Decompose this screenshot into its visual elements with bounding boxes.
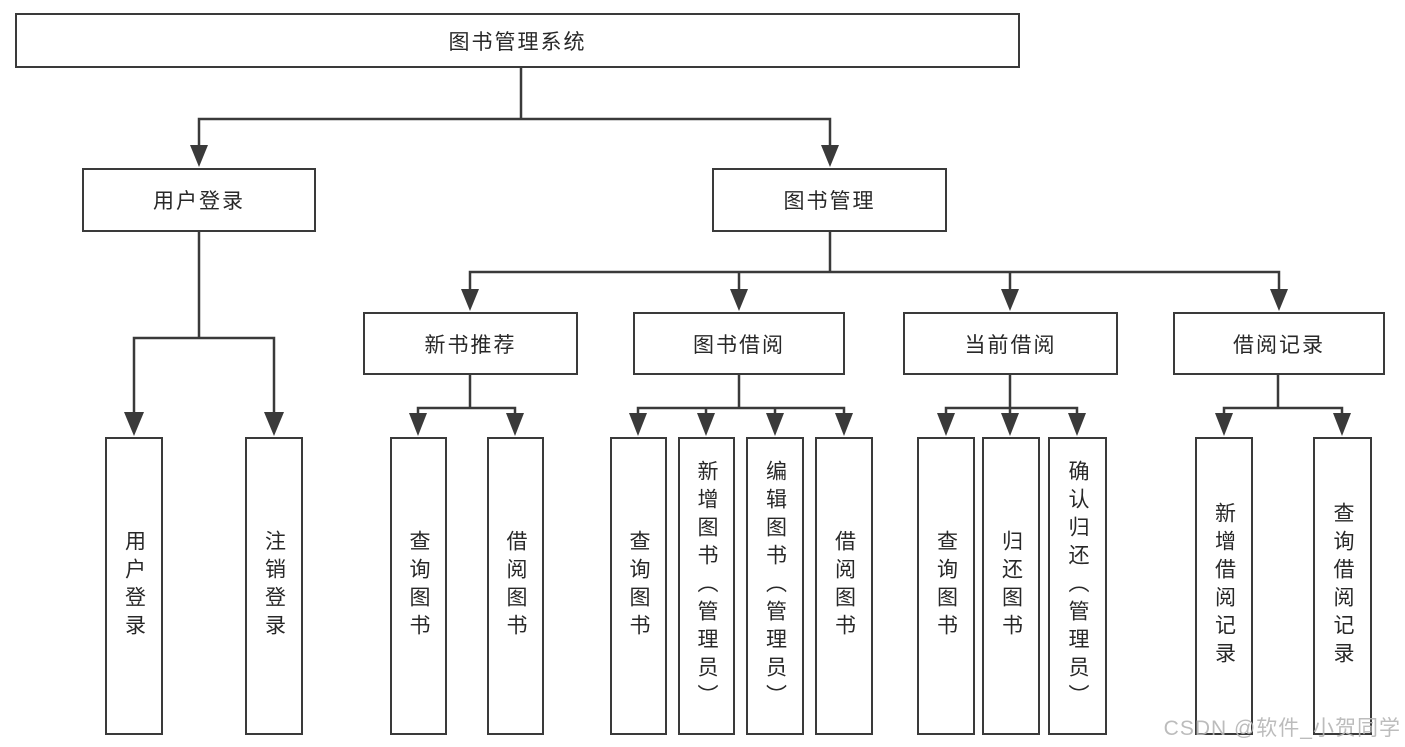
node-book-borrowing: 图书借阅 xyxy=(633,312,845,375)
arrow-down-icon xyxy=(461,289,479,311)
node-book-borrowing-label: 图书借阅 xyxy=(693,333,785,357)
arrow-down-icon xyxy=(835,413,853,436)
leaf-bb-edit-books-admin: 编辑图书（管理员） xyxy=(746,437,804,735)
arrow-down-icon xyxy=(766,413,784,436)
node-user-login: 用户登录 xyxy=(82,168,316,232)
arrow-down-icon xyxy=(629,413,647,436)
arrow-down-icon xyxy=(190,145,208,167)
arrow-down-icon xyxy=(1068,413,1086,436)
arrow-down-icon xyxy=(1270,289,1288,311)
node-new-book-recommend-label: 新书推荐 xyxy=(424,333,517,357)
leaf-br-query-record-label: 查询借阅记录 xyxy=(1331,502,1354,670)
arrow-down-icon xyxy=(821,145,839,167)
csdn-watermark: CSDN @软件_小贺同学 xyxy=(1163,717,1401,740)
node-book-management-label: 图书管理 xyxy=(783,190,876,213)
leaf-cb-return-books: 归还图书 xyxy=(982,437,1040,735)
leaf-nbr-query-books-label: 查询图书 xyxy=(407,530,430,642)
arrow-down-icon xyxy=(1215,413,1233,436)
leaf-bb-query-books: 查询图书 xyxy=(610,437,667,735)
arrow-down-icon xyxy=(1333,413,1351,436)
leaf-cb-confirm-return-admin: 确认归还（管理员） xyxy=(1048,437,1107,735)
arrow-down-icon xyxy=(1001,413,1019,436)
leaf-bb-query-books-label: 查询图书 xyxy=(627,530,650,642)
node-root-label: 图书管理系统 xyxy=(448,30,587,54)
leaf-br-add-record: 新增借阅记录 xyxy=(1195,437,1253,735)
leaf-user-login: 用户登录 xyxy=(105,437,163,735)
node-current-borrowing-label: 当前借阅 xyxy=(964,333,1057,357)
arrow-down-icon xyxy=(730,289,748,311)
leaf-br-query-record: 查询借阅记录 xyxy=(1313,437,1372,735)
node-book-management: 图书管理 xyxy=(712,168,947,232)
leaf-bb-borrow-books-label: 借阅图书 xyxy=(832,530,856,642)
leaf-user-login-label: 用户登录 xyxy=(122,530,146,642)
leaf-nbr-borrow-books: 借阅图书 xyxy=(487,437,544,735)
leaf-bb-edit-books-admin-label: 编辑图书（管理员） xyxy=(763,460,787,712)
leaf-br-add-record-label: 新增借阅记录 xyxy=(1212,502,1236,670)
leaf-cb-confirm-return-admin-label: 确认归还（管理员） xyxy=(1066,460,1089,712)
arrow-down-icon xyxy=(937,413,955,436)
node-root: 图书管理系统 xyxy=(15,13,1020,68)
node-current-borrowing: 当前借阅 xyxy=(903,312,1118,375)
node-user-login-label: 用户登录 xyxy=(153,190,245,213)
arrow-down-icon xyxy=(506,413,524,436)
leaf-bb-add-books-admin-label: 新增图书（管理员） xyxy=(695,460,718,712)
node-new-book-recommend: 新书推荐 xyxy=(363,312,578,375)
node-borrowing-records-label: 借阅记录 xyxy=(1233,333,1325,357)
arrow-down-icon xyxy=(264,412,284,436)
leaf-cb-query-books-label: 查询图书 xyxy=(934,530,958,642)
arrow-down-icon xyxy=(697,413,715,436)
arrowhead-icons xyxy=(124,145,1351,436)
arrow-down-icon xyxy=(124,412,144,436)
leaf-bb-add-books-admin: 新增图书（管理员） xyxy=(678,437,735,735)
connector-lines xyxy=(132,66,1344,417)
node-borrowing-records: 借阅记录 xyxy=(1173,312,1385,375)
leaf-nbr-query-books: 查询图书 xyxy=(390,437,447,735)
arrow-down-icon xyxy=(1001,289,1019,311)
leaf-nbr-borrow-books-label: 借阅图书 xyxy=(504,530,527,642)
arrow-down-icon xyxy=(409,413,427,436)
leaf-logout-label: 注销登录 xyxy=(262,530,286,642)
leaf-cb-query-books: 查询图书 xyxy=(917,437,975,735)
leaf-bb-borrow-books: 借阅图书 xyxy=(815,437,873,735)
leaf-cb-return-books-label: 归还图书 xyxy=(999,530,1023,642)
leaf-logout: 注销登录 xyxy=(245,437,303,735)
